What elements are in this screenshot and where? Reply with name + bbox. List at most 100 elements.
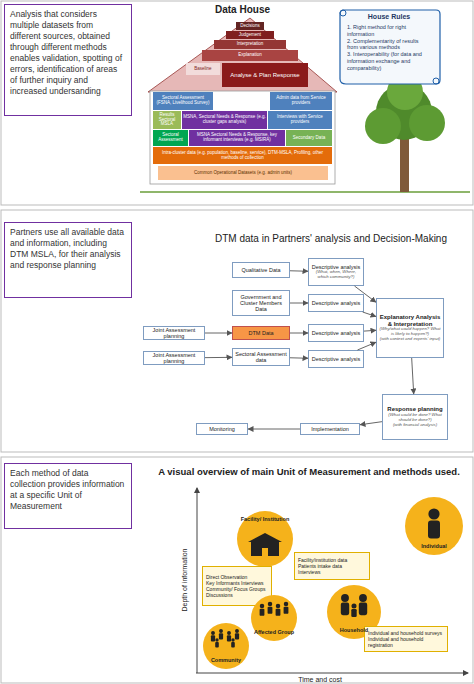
node-text: Patients intake data: [298, 563, 342, 569]
person-icon: [211, 635, 215, 641]
house-layer: Sectoral Assessment: [153, 130, 188, 146]
axis-line: [197, 488, 198, 673]
node-text: Individual and household registration: [368, 636, 444, 649]
unit-circle-fill: [251, 595, 297, 641]
callout-box: Partners use all available data and info…: [4, 222, 132, 298]
node-text: Admin data from Service providers: [271, 96, 331, 106]
person-icon: [219, 629, 223, 633]
node-text: Sectoral Assessment (FSNA, Livelihood Su…: [154, 96, 212, 106]
process-box: Descriptive analysis: [308, 294, 364, 312]
panel-frame: [1, 457, 473, 683]
person-icon: [351, 603, 356, 608]
person-icon: [211, 631, 215, 635]
process-box: Descriptive analysis(What, when, Where, …: [308, 258, 364, 286]
person-icon: [428, 508, 439, 519]
person-icon: [231, 638, 234, 641]
connector-arrow: [360, 422, 382, 425]
node-text: Descriptive analysis: [312, 330, 361, 336]
person-icon: [351, 609, 356, 617]
callout-box: Each method of data collection provides …: [4, 463, 132, 529]
node-text: Results Sectoral MSLA: [154, 113, 180, 128]
tree-canopy: [409, 105, 445, 141]
person-icon: [276, 609, 281, 616]
node-text: Partners use all available data and info…: [10, 227, 126, 271]
unit-circle: Individual: [404, 496, 464, 556]
house-layer: Interpretation: [214, 40, 286, 49]
scroll-roll: [340, 10, 346, 16]
node-text: Affected Group: [254, 629, 294, 635]
node-text: Data House: [215, 4, 270, 16]
person-icon: [231, 642, 235, 647]
node-text: Baseline: [194, 67, 211, 72]
process-box: Implementation: [300, 423, 360, 435]
process-box: Response planning(What could be done? Wh…: [382, 394, 448, 440]
node-text: Decisions: [240, 24, 260, 29]
node-text: Implementation: [311, 426, 349, 432]
person-icon: [341, 603, 349, 616]
process-box: Sectoral Assessment data: [232, 348, 290, 366]
unit-circle-fill: [203, 623, 249, 669]
house-roof: [148, 18, 337, 92]
node-text: (What, when, Where, which community?): [311, 270, 361, 280]
node-text: Community: [211, 657, 241, 663]
method-box: Individual and household surveysIndividu…: [364, 626, 448, 652]
connector-arrow: [248, 429, 300, 430]
node-text: Interviews with Service providers: [269, 115, 331, 125]
node-text: Government and Cluster Members Data: [235, 294, 287, 313]
node-text: Analyse & Plan Response: [230, 72, 299, 79]
node-text: Explanation: [238, 53, 262, 58]
person-icon: [268, 602, 272, 606]
node-text: Response planning: [387, 406, 442, 413]
node-text: Analysis that considers multiple dataset…: [10, 9, 126, 97]
person-icon: [260, 604, 264, 608]
node-text: Explanatory Analysis & Interpretation: [379, 314, 441, 328]
node-text: (Why/what could happen? What is likely t…: [379, 327, 441, 337]
connector-arrow: [355, 286, 377, 302]
person-icon: [276, 604, 280, 608]
callout-box: Analysis that considers multiple dataset…: [4, 4, 132, 116]
person-icon: [227, 635, 231, 641]
person-icon: [428, 521, 440, 539]
unit-circle-fill: [237, 511, 293, 567]
node-text: (What could be done? What should be done…: [385, 413, 445, 423]
node-text: 2. Complementarity of results from vario…: [347, 38, 431, 52]
diagram-title: A visual overview of main Unit of Measur…: [150, 465, 468, 479]
process-box: Qualitative Data: [232, 262, 290, 278]
person-icon: [219, 633, 223, 639]
axis-label: Depth of information: [179, 535, 191, 625]
process-box: Descriptive analysis: [308, 324, 364, 342]
house-rules-scroll: House Rules1. Right method for right inf…: [338, 6, 440, 86]
person-icon: [235, 633, 239, 639]
unit-circle: Affected Group: [250, 594, 298, 642]
process-box: Explanatory Analysis & Interpretation(Wh…: [376, 298, 444, 358]
node-text: Judgement: [239, 33, 261, 38]
process-box: Joint Assessment planning: [143, 326, 205, 340]
axis-label: Time and cost: [280, 675, 360, 684]
house-layer: Common Operational Datasets (e.g. admin …: [158, 166, 328, 180]
node-text: (with context and experts' input): [380, 337, 441, 342]
unit-circle-fill: [405, 497, 463, 555]
person-icon: [215, 638, 218, 641]
scroll-outline: [340, 10, 440, 84]
person-icon: [359, 594, 367, 602]
node-shape: [250, 594, 298, 642]
connector-arrow: [205, 333, 232, 334]
connector-arrow: [290, 333, 308, 334]
node-text: Qualitative Data: [241, 267, 280, 273]
node-text: Interpretation: [237, 42, 264, 47]
house-layer: Judgement: [226, 31, 274, 39]
house-wall: [150, 91, 335, 184]
connector-arrow: [412, 358, 414, 394]
house-layer: MSNA, Sectoral Needs & Response (e.g. cl…: [182, 111, 267, 129]
connector-arrow: [205, 357, 232, 358]
node-text: Sectoral Assessment data: [235, 351, 287, 364]
facility-icon: [248, 533, 282, 542]
house-layer: Explanation: [202, 50, 298, 61]
house-layer: MSNA Sectoral Needs & Response, key info…: [189, 130, 285, 146]
node-text: Joint Assessment planning: [146, 327, 202, 340]
house-layer: Analyse & Plan Response: [222, 63, 308, 87]
unit-circle: Facility/ Institution: [236, 510, 294, 568]
person-icon: [359, 603, 367, 616]
tree-canopy: [365, 108, 401, 144]
